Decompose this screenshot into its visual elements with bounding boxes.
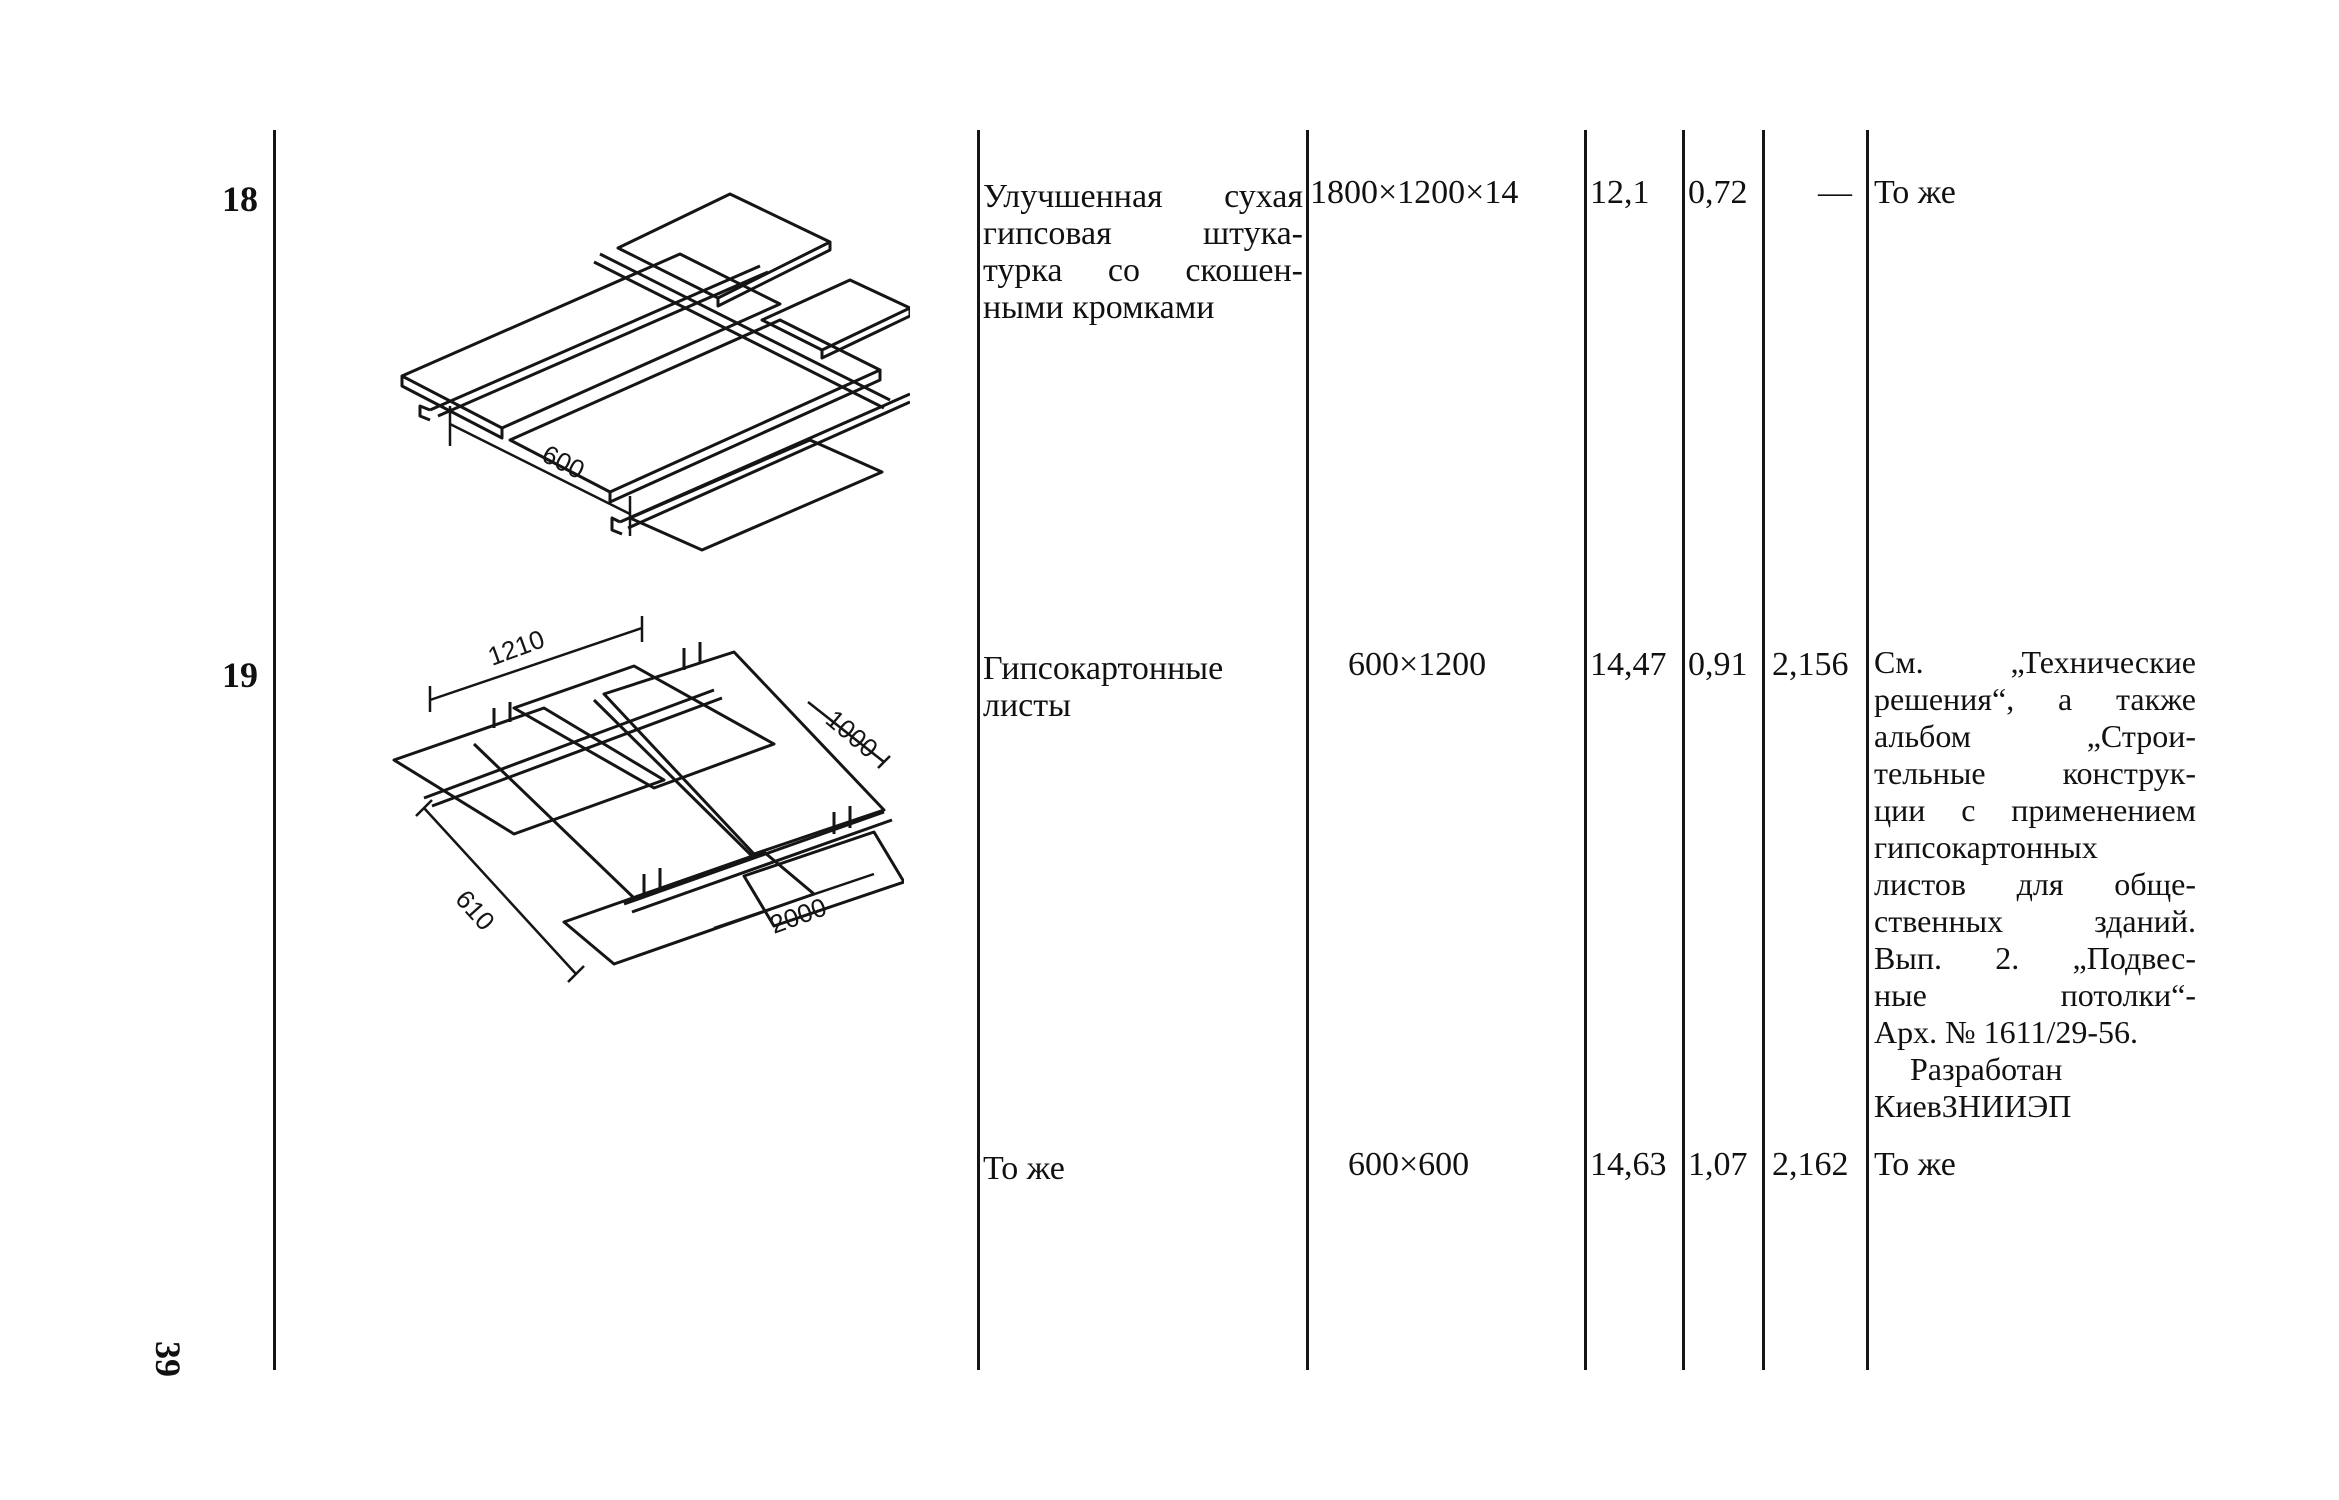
column-rule-2 xyxy=(977,130,980,1370)
row-value-1: 14,63 xyxy=(1590,1146,1667,1183)
note-line: См. „Технические xyxy=(1874,644,2196,680)
note-line: тельные конструк- xyxy=(1874,755,2196,791)
row-note: То же xyxy=(1874,174,1956,211)
description-line: Улучшенная сухая xyxy=(983,178,1303,215)
column-rule-1 xyxy=(273,130,276,1370)
row-number: 19 xyxy=(222,655,258,695)
row-description: Гипсокартонные листы xyxy=(983,650,1223,724)
row-value-3: — xyxy=(1818,174,1852,211)
row-size: 600×600 xyxy=(1348,1146,1470,1183)
description-line: листы xyxy=(983,687,1071,724)
note-line: листов для обще- xyxy=(1874,866,2196,902)
row-size: 600×1200 xyxy=(1348,646,1487,683)
figure-label: 2000 xyxy=(766,892,831,940)
row-size: 1800×1200×14 xyxy=(1310,174,1519,211)
page-number: 39 xyxy=(148,1341,188,1377)
column-rule-3 xyxy=(1306,130,1309,1370)
note-line: решения“, а также xyxy=(1874,681,2196,717)
note-line: Арх. № 1611/29-56. xyxy=(1874,1014,2138,1050)
note-line: Вып. 2. „Подвес- xyxy=(1874,940,2196,976)
figure-label: 610 xyxy=(450,884,501,936)
row-value-2: 1,07 xyxy=(1688,1146,1748,1183)
note-line: ные потолки“- xyxy=(1874,977,2196,1013)
column-rule-4 xyxy=(1584,130,1587,1370)
row-note: То же xyxy=(1874,1146,1956,1183)
row-value-1: 14,47 xyxy=(1590,646,1667,683)
note-line: гипсокартонных xyxy=(1874,829,2098,865)
column-rule-7 xyxy=(1866,130,1869,1370)
description-line: гипсовая штука- xyxy=(983,215,1303,252)
note-line: ственных зданий. xyxy=(1874,903,2196,939)
figure-label: 1210 xyxy=(484,624,549,672)
row-value-3: 2,162 xyxy=(1772,1146,1849,1183)
row-value-2: 0,91 xyxy=(1688,646,1748,683)
row-value-1: 12,1 xyxy=(1590,174,1650,211)
note-line: ции с применением xyxy=(1874,792,2196,828)
column-rule-6 xyxy=(1762,130,1765,1370)
drywall-plaster-drawing: 600 xyxy=(400,192,910,552)
note-line: КиевЗНИИЭП xyxy=(1874,1088,2072,1124)
row-description: Улучшенная сухая гипсовая штука- турка с… xyxy=(983,178,1303,326)
column-rule-5 xyxy=(1682,130,1685,1370)
row-value-2: 0,72 xyxy=(1688,174,1748,211)
description-line: турка со скошен- xyxy=(983,252,1303,289)
description-line: ными кромками xyxy=(983,289,1215,326)
note-line: альбом „Строи- xyxy=(1874,718,2196,754)
row-value-3: 2,156 xyxy=(1772,646,1849,683)
row-number: 18 xyxy=(222,179,258,219)
note-line: Разработан xyxy=(1910,1051,2063,1087)
row-note: См. „Технические решения“, а также альбо… xyxy=(1874,644,2196,1125)
row-description: То же xyxy=(983,1150,1065,1187)
description-line: Гипсокартонные xyxy=(983,650,1224,687)
gypsum-board-ceiling-drawing: 1210 1000 610 2000 xyxy=(392,616,904,983)
